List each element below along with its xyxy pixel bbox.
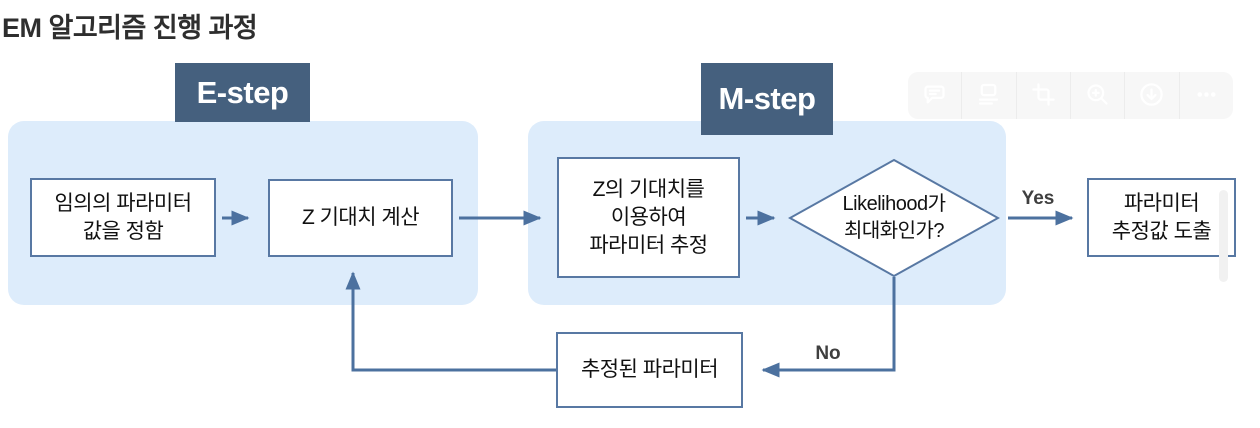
caption-icon xyxy=(975,81,1002,111)
node-text-line: Likelihood가 xyxy=(842,193,946,215)
node-init-params: 임의의 파라미터 값을 정함 xyxy=(30,178,216,257)
node-parameter-update: Z의 기대치를 이용하여 파라미터 추정 xyxy=(557,157,740,278)
crop-icon xyxy=(1030,81,1057,111)
image-toolbar xyxy=(908,72,1233,119)
m-step-header: M-step xyxy=(701,63,833,135)
download-button[interactable] xyxy=(1124,72,1178,119)
more-options-icon xyxy=(1193,81,1220,111)
scrollbar-thumb[interactable] xyxy=(1219,190,1228,282)
node-z-expectation: Z 기대치 계산 xyxy=(268,179,453,257)
more-options-button[interactable] xyxy=(1178,72,1233,119)
caption-button[interactable] xyxy=(961,72,1015,119)
node-text-line: Z 기대치 계산 xyxy=(301,206,420,229)
page-title: EM 알고리즘 진행 과정 xyxy=(2,13,258,43)
node-text-line: Z의 기대치를 xyxy=(592,177,705,201)
node-text-line: 임의의 파라미터 xyxy=(54,191,192,215)
comment-button[interactable] xyxy=(908,72,961,119)
node-text-line: 추정된 파라미터 xyxy=(580,358,719,381)
node-text-line: 파라미터 xyxy=(1123,191,1200,215)
decision-label: Likelihood가 최대화인가? xyxy=(788,158,1000,278)
zoom-in-button[interactable] xyxy=(1069,72,1124,119)
node-text-line: 이용하여 xyxy=(610,205,687,229)
node-text-line: 최대화인가? xyxy=(843,220,945,242)
no-label: No xyxy=(815,343,841,364)
diamond-shape xyxy=(788,158,1000,278)
crop-button[interactable] xyxy=(1015,72,1070,119)
node-text-line: 추정값 도출 xyxy=(1111,219,1212,243)
node-text-line: 파라미터 추정 xyxy=(589,233,708,257)
node-estimated-params: 추정된 파라미터 xyxy=(556,332,743,408)
e-step-header: E-step xyxy=(175,63,310,122)
node-text-line: 값을 정함 xyxy=(82,219,164,243)
yes-label: Yes xyxy=(1021,188,1055,209)
comment-icon xyxy=(921,81,948,111)
download-icon xyxy=(1138,81,1165,111)
decision-diamond: Likelihood가 최대화인가? xyxy=(788,158,1000,278)
node-final-estimate: 파라미터 추정값 도출 xyxy=(1087,178,1236,257)
zoom-in-icon xyxy=(1084,81,1111,111)
